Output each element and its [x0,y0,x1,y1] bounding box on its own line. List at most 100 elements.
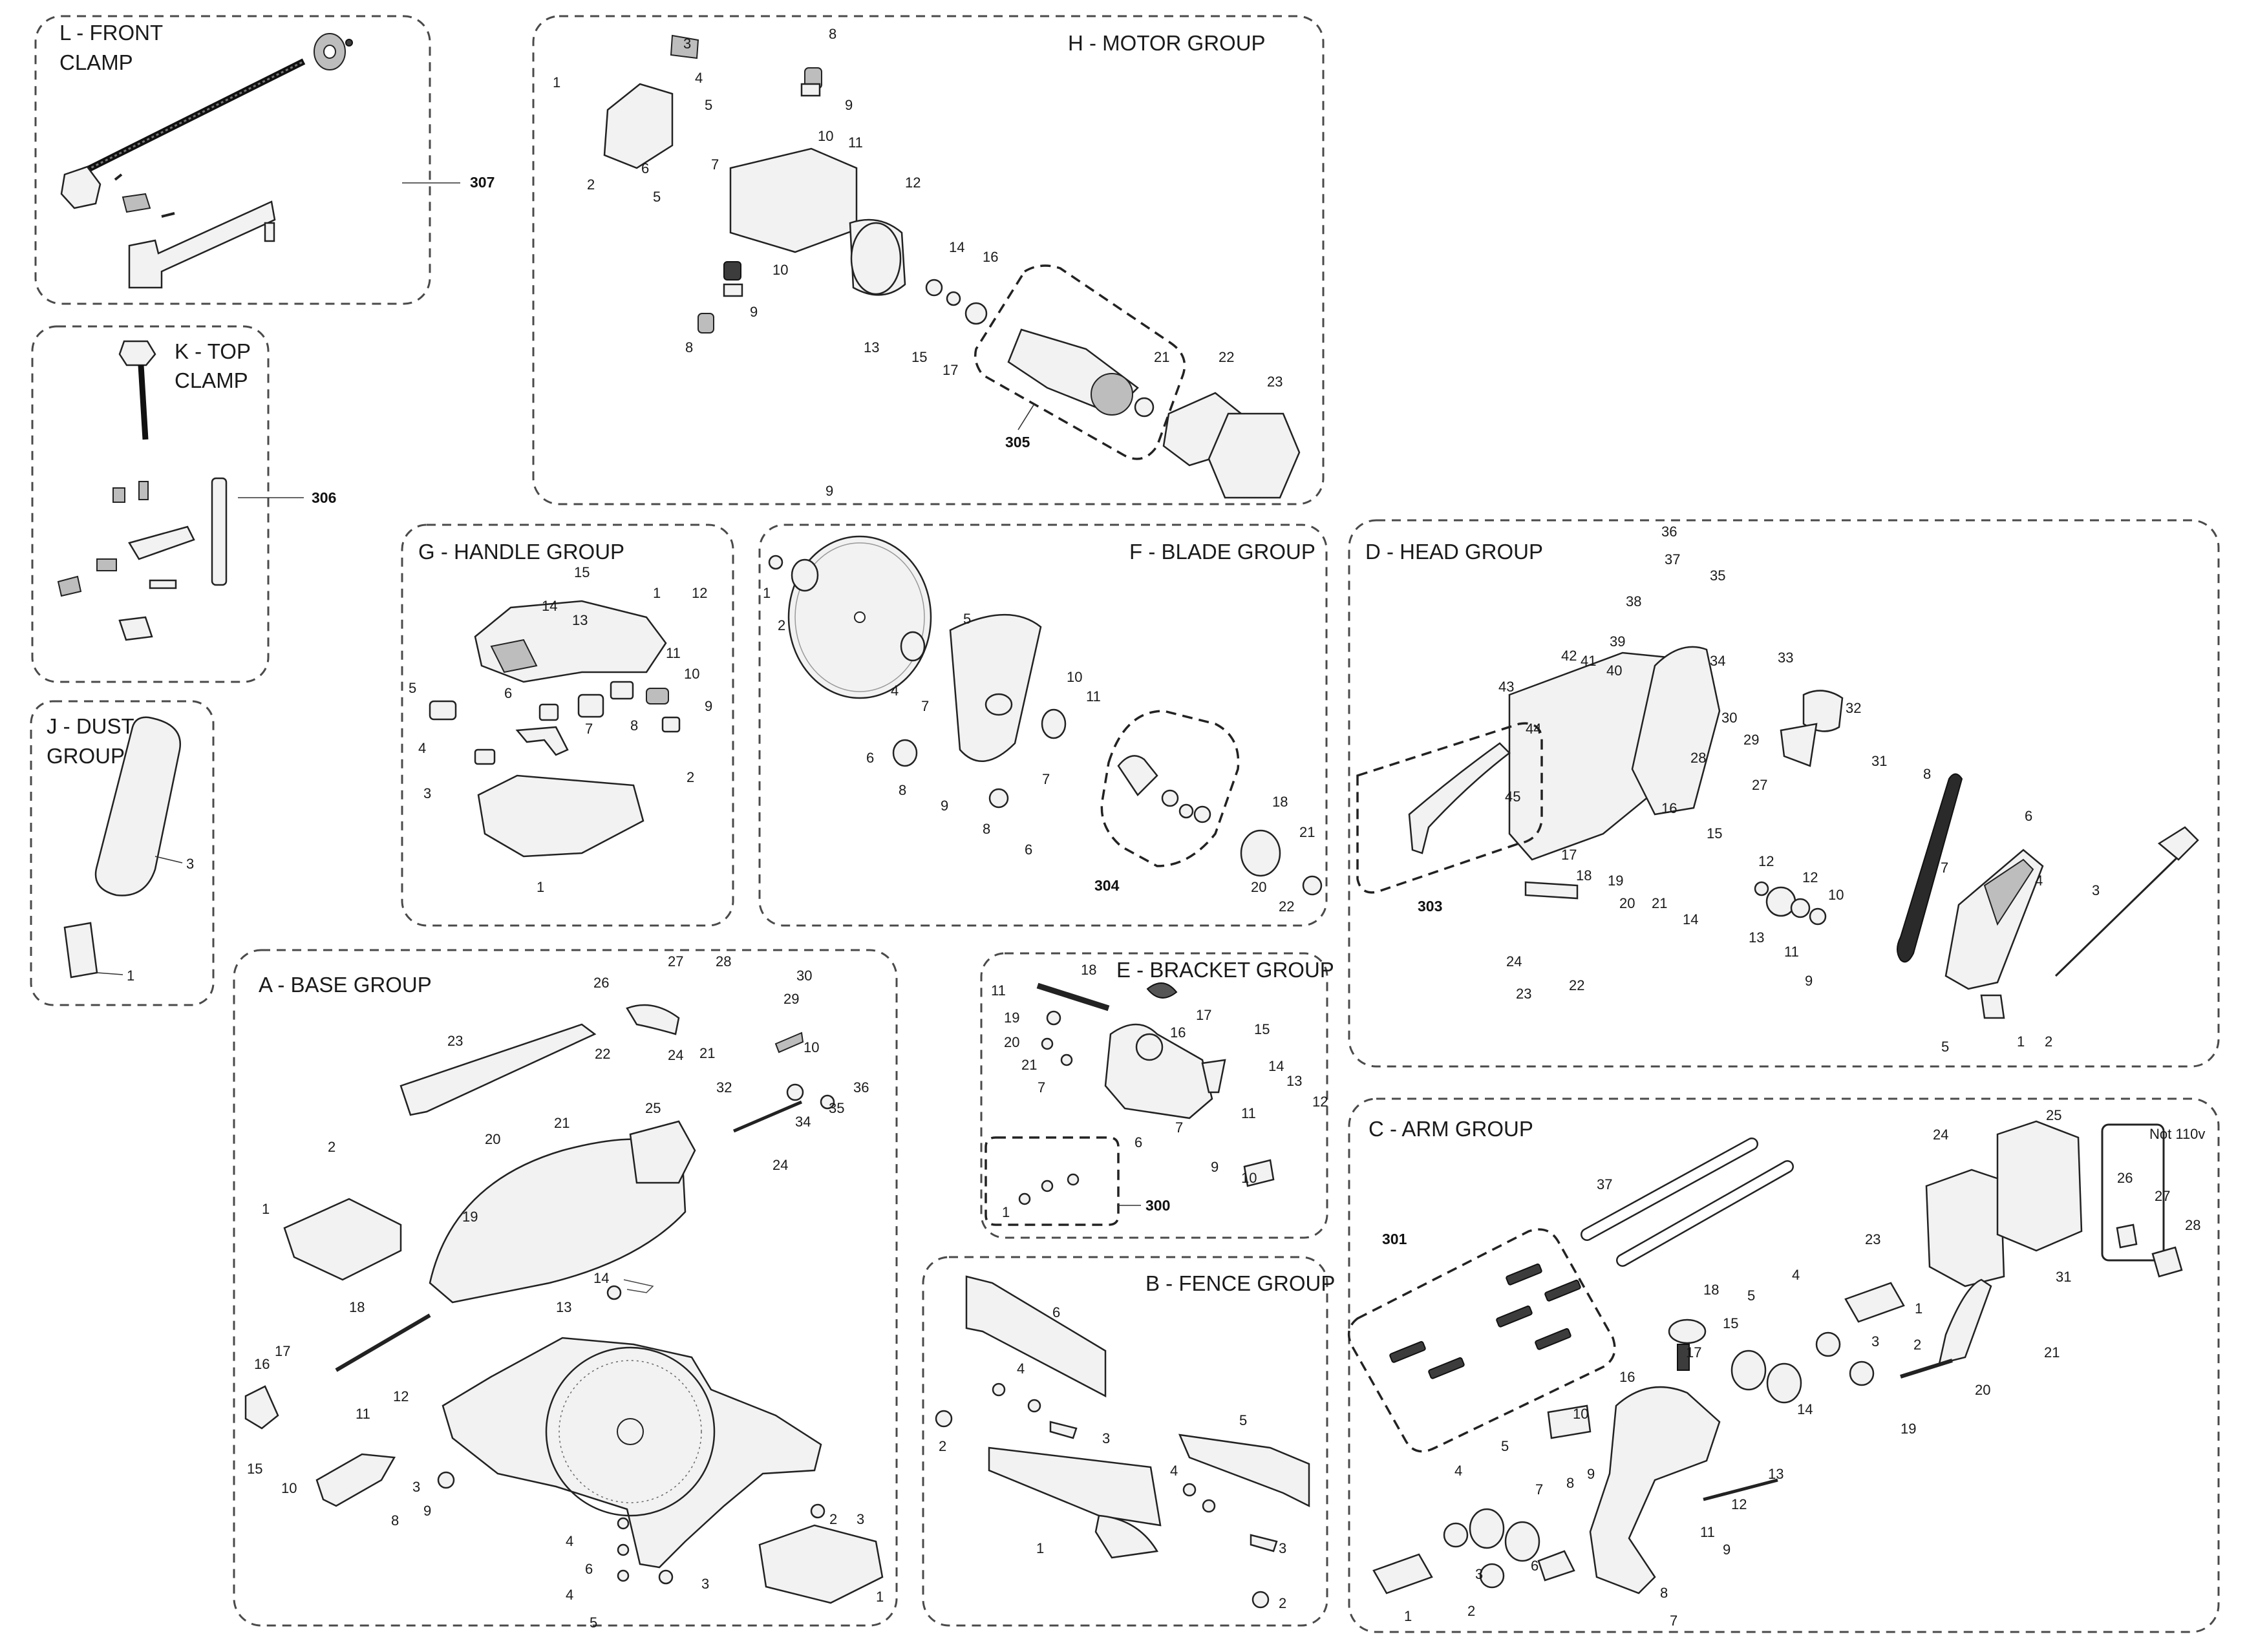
label-d-5: 5 [1941,1039,1949,1055]
label-c-27: 27 [2155,1188,2170,1204]
top-clamp-post [211,477,228,586]
label-d-39: 39 [1610,633,1625,650]
label-d-31: 31 [1871,753,1887,769]
label-c-5b: 5 [1501,1438,1509,1454]
label-b-6: 6 [1052,1304,1060,1320]
motor-gear-case [1208,412,1301,499]
label-d-23: 23 [1516,986,1531,1002]
label-a-1b: 1 [876,1589,884,1605]
label-e-13: 13 [1286,1073,1302,1089]
label-f-6b: 6 [1025,842,1032,858]
miter-handle-8 [315,1453,396,1507]
top-clamp-arm [128,525,195,560]
arm-bracket-25 [1996,1120,2083,1252]
label-f-6a: 6 [866,750,874,766]
label-a-8: 8 [391,1512,399,1529]
label-f-8b: 8 [983,821,990,837]
arm-lock-knob-18 [1668,1318,1707,1344]
fence-main-1 [988,1446,1162,1527]
label-d-11: 11 [1784,944,1799,960]
label-h-6: 6 [641,160,649,176]
label-h-5a: 5 [705,97,712,113]
label-f-1: 1 [763,585,771,601]
label-b-4b: 4 [1170,1463,1178,1479]
label-a-21a: 21 [699,1045,715,1061]
label-a-25: 25 [645,1100,661,1116]
label-h-13: 13 [864,339,879,355]
label-a-22: 22 [595,1046,610,1062]
label-d-42: 42 [1561,648,1577,664]
label-d-21: 21 [1652,895,1667,911]
label-c-11: 11 [1700,1524,1715,1540]
not-110v-box [2101,1123,2165,1262]
label-f-20: 20 [1251,879,1266,895]
label-e-18: 18 [1081,962,1096,978]
motor-brush-holder [670,34,699,59]
label-a-3a: 3 [412,1479,420,1495]
label-f-5: 5 [963,611,971,627]
front-clamp-pin [264,222,275,242]
group-h-motor: H - MOTOR GROUP 305 9 1 2 3 4 5 5 6 7 8 [532,15,1325,505]
handle-switch-5 [429,700,457,721]
label-b-3b: 3 [1279,1540,1286,1556]
label-e-21: 21 [1021,1057,1037,1073]
label-d-29: 29 [1743,732,1759,748]
label-d-10: 10 [1828,887,1844,903]
label-a-1a: 1 [262,1201,270,1217]
motor-end-cap [603,83,674,169]
label-d-17: 17 [1561,847,1577,863]
label-g-6: 6 [504,685,512,701]
label-d-33: 33 [1778,650,1793,666]
callout-306: 306 [312,489,336,506]
label-a-27: 27 [668,953,683,969]
label-a-15: 15 [247,1461,262,1477]
group-f-blade: F - BLADE GROUP 304 1 2 5 4 7 6 8 9 10 1… [758,524,1328,927]
group-c-arm: C - ARM GROUP Not 110v [1347,1097,2220,1633]
motor-brush-10-lower [723,261,741,281]
label-d-8: 8 [1923,766,1931,782]
label-f-22: 22 [1279,898,1294,915]
label-e-14: 14 [1268,1058,1284,1074]
arm-casting-16 [1589,1386,1721,1594]
label-d-20: 20 [1619,895,1635,911]
label-f-21: 21 [1299,824,1315,840]
label-e-11b: 11 [1241,1105,1256,1121]
label-c-18: 18 [1703,1282,1719,1298]
group-a-base: A - BASE GROUP 26 27 28 29 30 23 22 24 [233,949,898,1631]
group-e-title: E - BRACKET GROUP [1116,958,1334,982]
label-a-3b: 3 [857,1511,864,1527]
arm-rear-cover-24 [1925,1169,2005,1287]
label-d-28: 28 [1690,750,1706,766]
label-h-8b: 8 [685,339,693,355]
label-c-16: 16 [1619,1369,1635,1385]
group-d-title: D - HEAD GROUP [1365,540,1543,564]
label-e-7a: 7 [1038,1079,1045,1096]
label-a-28: 28 [716,953,731,969]
head-stop-bar [1524,881,1579,900]
group-h-title: H - MOTOR GROUP [1068,31,1266,55]
group-k-title-line1: K - TOP [175,339,251,363]
group-g-title: G - HANDLE GROUP [418,540,624,564]
label-h-15: 15 [911,349,927,365]
label-c-1a: 1 [1915,1300,1922,1317]
label-d-43: 43 [1498,679,1514,695]
group-g-handle: G - HANDLE GROUP 15 1 12 14 13 5 6 11 10… [401,524,734,927]
label-d-14: 14 [1683,911,1698,927]
label-h-8a: 8 [829,26,836,42]
label-j-1: 1 [127,968,134,984]
label-c-5a: 5 [1747,1287,1755,1304]
label-d-44: 44 [1526,721,1541,737]
fence-extension-6 [965,1275,1107,1398]
label-d-24: 24 [1506,953,1522,969]
label-e-1: 1 [1002,1204,1010,1220]
label-d-37: 37 [1665,551,1680,567]
miter-table-mount [629,1120,696,1184]
label-h-3: 3 [683,36,691,52]
label-c-15: 15 [1723,1315,1738,1331]
group-e-bracket: E - BRACKET GROUP 300 11 18 17 19 20 16 … [980,952,1334,1239]
callout-301: 301 [1382,1231,1407,1247]
label-g-12: 12 [692,585,707,601]
label-h-11: 11 [848,134,863,151]
group-a-title: A - BASE GROUP [259,973,432,997]
label-g-4: 4 [418,740,426,756]
